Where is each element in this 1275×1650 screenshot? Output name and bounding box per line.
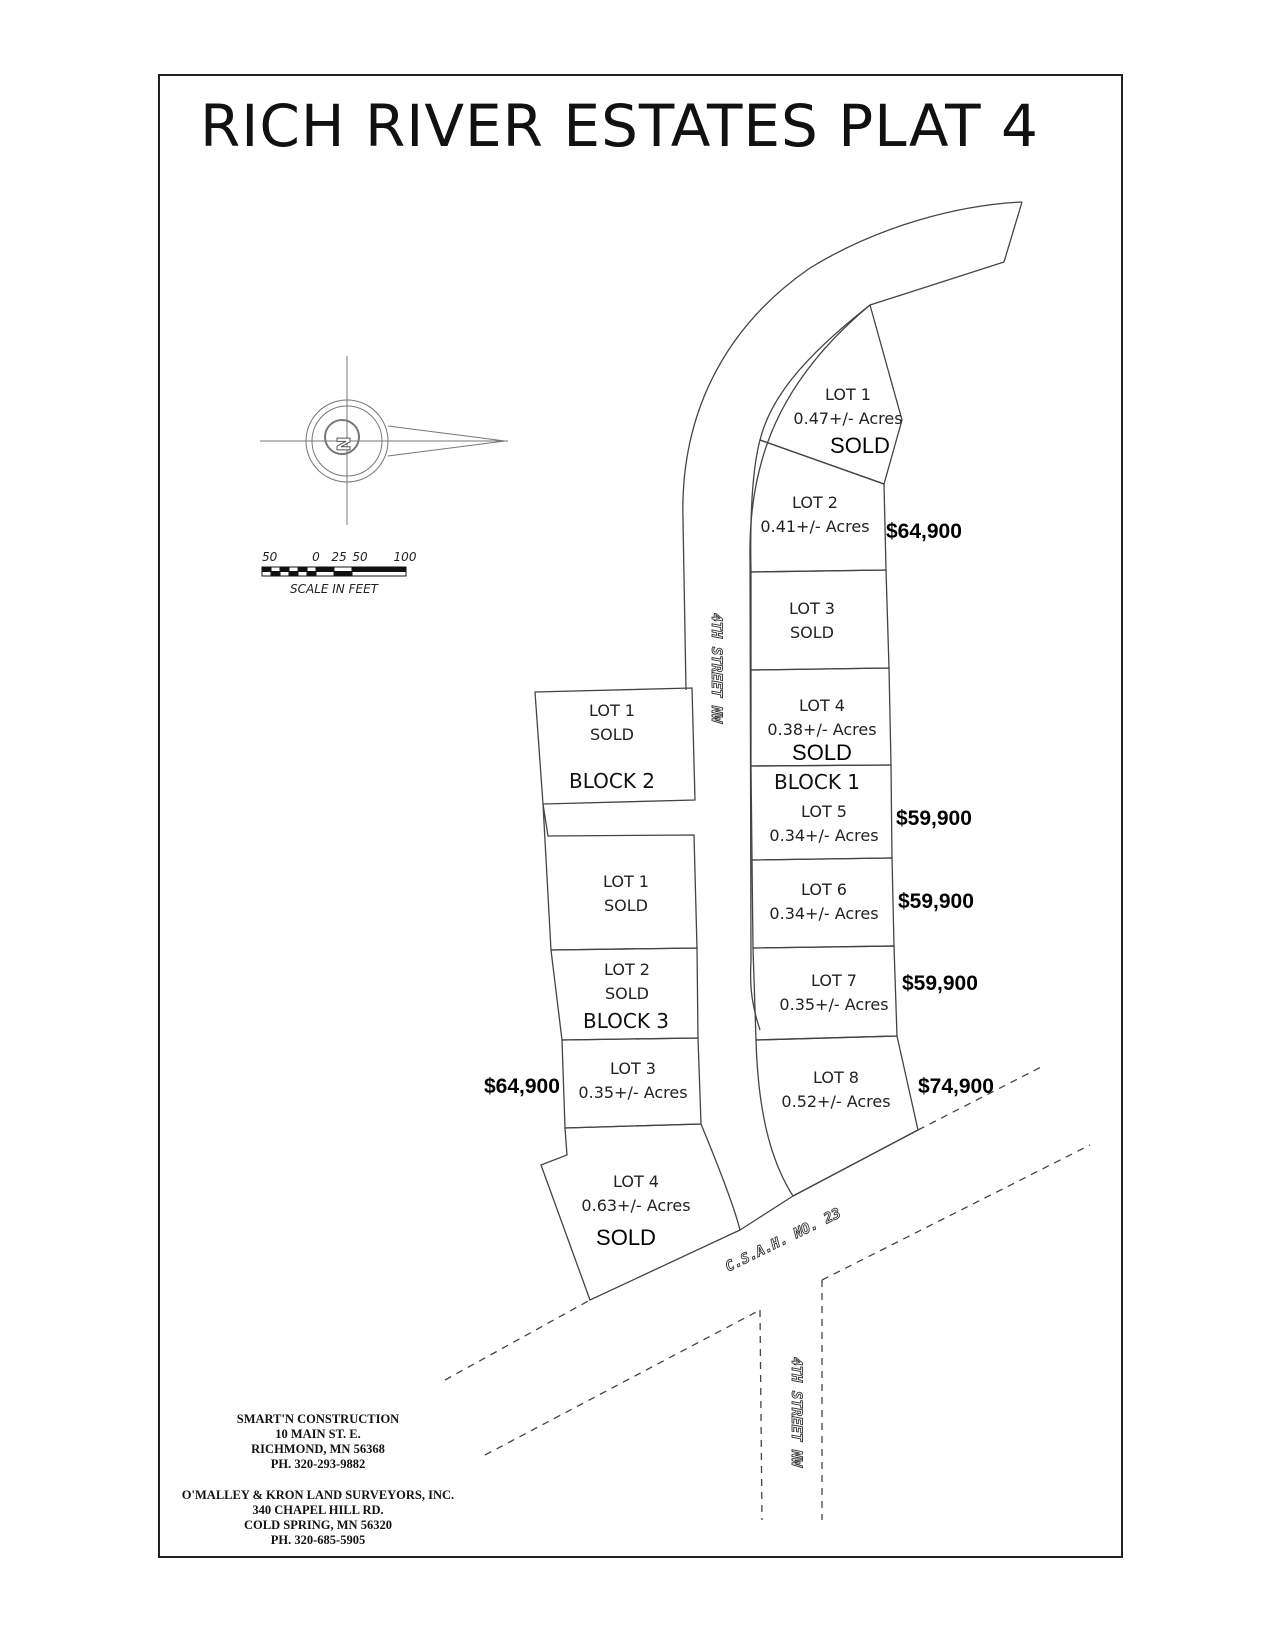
block3-label: BLOCK 3 xyxy=(583,1009,669,1033)
surveyor-credits: O'MALLEY & KRON LAND SURVEYORS, INC. 340… xyxy=(168,1488,468,1548)
surveyor-city: COLD SPRING, MN 56320 xyxy=(244,1518,392,1532)
b3-lot3-name: LOT 3 xyxy=(610,1059,656,1078)
plat-title: RICH RIVER ESTATES PLAT 4 xyxy=(200,92,1039,160)
block2-label: BLOCK 2 xyxy=(569,769,655,793)
csah-south-edge-west xyxy=(444,1299,591,1381)
b3-lot1-status: SOLD xyxy=(604,896,648,915)
surveyor-name: O'MALLEY & KRON LAND SURVEYORS, INC. xyxy=(181,1488,455,1502)
street-label-4th-nw: 4TH STREET NW xyxy=(708,613,724,724)
b1-lot3-name: LOT 3 xyxy=(789,599,835,618)
b1-lot4-acres: 0.38+/- Acres xyxy=(767,720,876,739)
scale-tick-50w: 50 xyxy=(262,550,278,564)
b2-lot1-outline xyxy=(534,687,696,805)
b1-lot6-name: LOT 6 xyxy=(801,880,847,899)
b1-lot3-status: SOLD xyxy=(790,623,834,642)
b3-lot1-name: LOT 1 xyxy=(603,872,649,891)
b3-lot1-outline xyxy=(542,803,698,951)
builder-name: SMART'N CONSTRUCTION xyxy=(236,1412,400,1426)
surveyor-address: 340 CHAPEL HILL RD. xyxy=(252,1503,384,1517)
scale-bar xyxy=(261,566,407,577)
b1-lot8-outline xyxy=(755,1035,919,1197)
builder-credits: SMART'N CONSTRUCTION 10 MAIN ST. E. RICH… xyxy=(168,1412,468,1472)
b3-lot2-name: LOT 2 xyxy=(604,960,650,979)
b1-lot6-acres: 0.34+/- Acres xyxy=(769,904,878,923)
b1-lot8-price: $74,900 xyxy=(918,1075,994,1098)
map-frame xyxy=(158,74,1123,1558)
b3-lot2-status: SOLD xyxy=(605,984,649,1003)
street-label-4th-nw-south: 4TH STREET NW xyxy=(788,1357,804,1468)
b1-lot5-acres: 0.34+/- Acres xyxy=(769,826,878,845)
scale-tick-0: 0 xyxy=(312,550,320,564)
b3-lot4-acres: 0.63+/- Acres xyxy=(581,1196,690,1215)
b1-lot7-price: $59,900 xyxy=(902,972,978,995)
builder-city: RICHMOND, MN 56368 xyxy=(251,1442,385,1456)
b1-lot4-name: LOT 4 xyxy=(799,696,845,715)
b3-lot3-acres: 0.35+/- Acres xyxy=(578,1083,687,1102)
scale-label: SCALE IN FEET xyxy=(290,582,380,596)
south-road-west-edge xyxy=(759,1309,763,1521)
b2-lot1-name: LOT 1 xyxy=(589,701,635,720)
b3-lot4-outline xyxy=(540,1123,741,1301)
b1-lot1-status: SOLD xyxy=(830,433,890,458)
b1-lot2-price: $64,900 xyxy=(886,520,962,543)
north-arrow-icon xyxy=(260,356,508,525)
b1-lot6-outline xyxy=(751,857,895,949)
road-west-edge xyxy=(682,201,1023,691)
b3-lot4-status: SOLD xyxy=(596,1225,656,1250)
north-arrow-letter: N xyxy=(332,436,353,451)
b1-lot5-name: LOT 5 xyxy=(801,802,847,821)
b3-lot4-name: LOT 4 xyxy=(613,1172,659,1191)
b1-lot7-name: LOT 7 xyxy=(811,971,857,990)
b1-lot4-status: SOLD xyxy=(792,740,852,765)
b1-lot2-name: LOT 2 xyxy=(792,493,838,512)
block1-label: BLOCK 1 xyxy=(774,770,860,794)
csah-south-edge-east xyxy=(821,1144,1091,1281)
csah-north-edge xyxy=(917,1064,1046,1131)
b1-lot1-acres: 0.47+/- Acres xyxy=(793,409,902,428)
b1-lot2-acres: 0.41+/- Acres xyxy=(760,517,869,536)
b3-lot3-price: $64,900 xyxy=(484,1075,560,1098)
street-label-csah: C.S.A.H. NO. 23 xyxy=(723,1206,844,1276)
scale-tick-25: 25 xyxy=(331,550,346,564)
b1-lot7-acres: 0.35+/- Acres xyxy=(779,995,888,1014)
surveyor-phone: PH. 320-685-5905 xyxy=(270,1533,366,1547)
csah-south-edge-mid xyxy=(484,1309,761,1456)
road-cap xyxy=(869,201,1023,306)
scale-tick-50: 50 xyxy=(352,550,368,564)
scale-tick-100: 100 xyxy=(394,550,417,564)
builder-address: 10 MAIN ST. E. xyxy=(275,1427,361,1441)
b1-lot6-price: $59,900 xyxy=(898,890,974,913)
b1-lot1-name: LOT 1 xyxy=(825,385,871,404)
b1-lot8-acres: 0.52+/- Acres xyxy=(781,1092,890,1111)
b1-lot5-price: $59,900 xyxy=(896,807,972,830)
b1-lot8-name: LOT 8 xyxy=(813,1068,859,1087)
b2-lot1-status: SOLD xyxy=(590,725,634,744)
b1-lot3-outline xyxy=(750,569,890,671)
csah-north-edge-b xyxy=(739,1129,919,1231)
b1-lot7-outline xyxy=(752,945,898,1041)
builder-phone: PH. 320-293-9882 xyxy=(270,1457,366,1471)
